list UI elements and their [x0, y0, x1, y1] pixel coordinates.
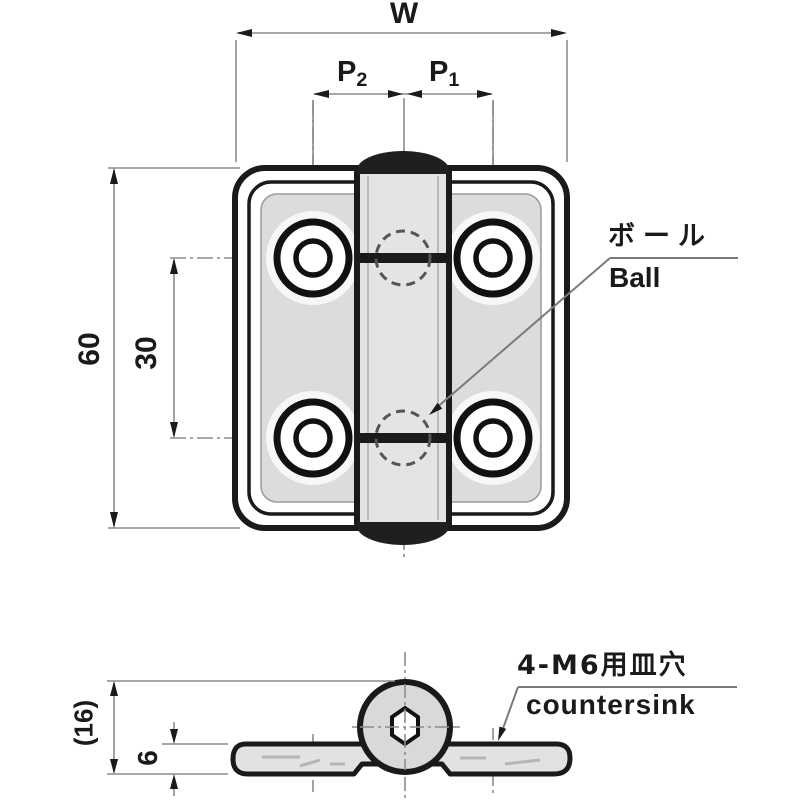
dim-p2-p1 [312, 90, 494, 164]
ball-label-japanese: ボール [608, 221, 713, 252]
section-texture [262, 755, 541, 768]
dim-w [235, 29, 568, 162]
ball-leader [429, 257, 738, 415]
ball-label-english: Ball [609, 262, 661, 293]
dim-60 [108, 167, 240, 529]
dim-label-30: 30 [130, 336, 163, 370]
hinge-top-view [108, 29, 738, 560]
p2-base: P [337, 56, 357, 88]
countersink-label-japanese: 4-M6用皿穴 [517, 650, 688, 681]
hinge-barrel [354, 151, 452, 545]
countersink-leader [498, 686, 737, 741]
countersunk-holes [273, 218, 533, 478]
dim-label-16: (16) [68, 699, 99, 747]
countersunk-hole [273, 218, 353, 298]
dim-label-p2: P2 [337, 56, 367, 92]
dim-6 [162, 722, 228, 796]
barrel-top-cap [357, 151, 449, 174]
ball-hidden-circle-bottom [374, 409, 432, 467]
dim-30 [170, 258, 178, 438]
hinge-side-view [107, 652, 737, 798]
p1-subscript: 1 [448, 68, 460, 91]
dim-label-w: W [389, 0, 419, 30]
dim-label-p1: P1 [429, 56, 459, 92]
countersunk-hole [453, 398, 533, 478]
p1-base: P [429, 56, 449, 88]
p2-subscript: 2 [356, 68, 368, 91]
barrel-bottom-cap [357, 522, 449, 545]
dim-label-6: 6 [132, 750, 163, 766]
ball-hidden-circle-top [374, 229, 432, 287]
countersunk-hole [273, 398, 353, 478]
countersunk-hole [453, 218, 533, 298]
dim-16 [107, 680, 395, 775]
dim-label-60: 60 [73, 332, 106, 366]
side-view-barrel [357, 679, 453, 775]
countersink-label-english: countersink [526, 689, 696, 720]
